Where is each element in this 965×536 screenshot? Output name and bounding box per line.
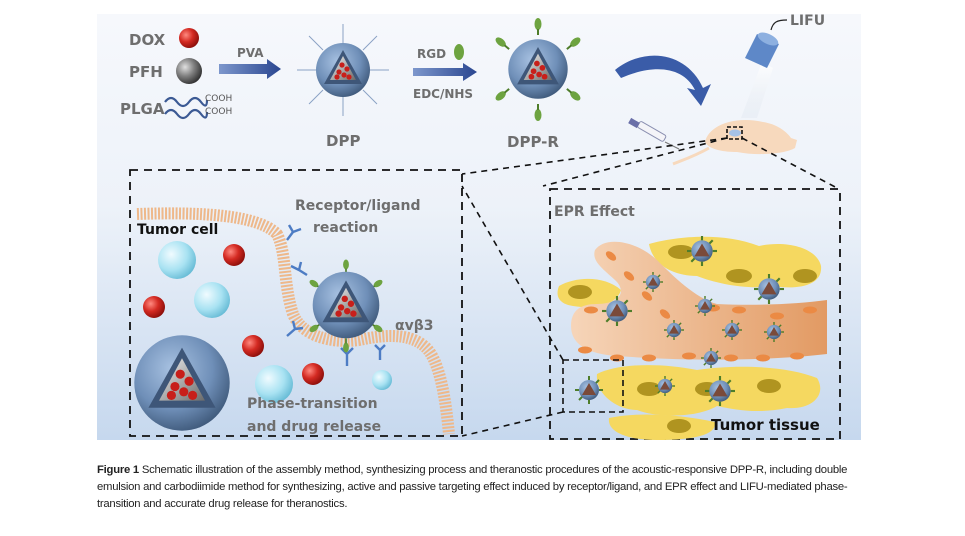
right-arrow-icon [219,59,281,79]
pfh-label: PFH [129,63,163,81]
inset-frame [562,359,624,413]
dox-molecule-icon [143,296,165,318]
dox-molecule-icon [223,244,245,266]
cooh-label: COOH [205,94,232,104]
material-plga: PLGA COOH COOH [120,94,232,120]
dox-molecule-icon [302,363,324,385]
nanoparticle-icon [312,271,380,339]
microbubble-icon [372,370,392,390]
blood-vessel [571,241,827,362]
microbubble-icon [158,241,196,279]
dpp-r-label: DPP-R [507,133,559,151]
gray-sphere-icon [176,58,202,84]
lifu-label: LIFU [790,14,825,29]
red-sphere-icon [179,28,199,48]
receptor-label-line2: reaction [313,220,378,236]
cell-membrane [136,207,455,435]
curved-arrow-icon [615,55,711,106]
integrin-label: αvβ3 [395,318,434,334]
dpp-label: DPP [326,132,360,150]
polymer-chain-icon [164,96,209,120]
edc-nhs-label: EDC/NHS [413,87,473,101]
dox-molecule-icon [242,335,264,357]
step-arrow-rgd: RGD EDC/NHS [413,44,477,101]
lifu-transducer: LIFU [741,14,825,118]
panel-frame [129,169,463,437]
dpp-r-particle: DPP-R [493,18,583,151]
nuclei [568,245,817,433]
inset-connector [461,185,564,437]
tumor-cell-label: Tumor cell [137,222,218,238]
nanoparticle-icon [316,43,370,97]
mouse-icon [672,120,797,166]
release-label-line2: and drug release [247,419,381,435]
pva-label: PVA [237,46,264,60]
microbubble-icon [255,365,293,403]
caption-label: Figure 1 [97,464,139,476]
dpp-particle: DPP [297,24,389,150]
microbubble-icon [194,282,230,318]
epr-effect-label: EPR Effect [554,204,635,220]
material-pfh: PFH [129,58,202,84]
syringe-icon [628,117,680,150]
rgd-label: RGD [417,47,446,61]
step-arrow-pva: PVA [219,46,281,79]
tumor-tissue-label: Tumor tissue [711,416,820,434]
cooh-label: COOH [205,107,232,117]
figure-caption: Figure 1 Schematic illustration of the a… [97,462,867,513]
epr-panel: EPR Effect [461,185,841,440]
schematic-figure: DOX PFH PLGA COOH COOH PVA DPP RGD EDC/N… [97,14,861,440]
receptor-label-line1: Receptor/ligand [295,198,420,214]
large-nanoparticle-icon [134,335,230,431]
material-dox: DOX [129,28,199,49]
rgd-peptide-icon [454,44,464,60]
panel-frame [549,188,841,440]
dox-label: DOX [129,31,166,49]
caption-text: Schematic illustration of the assembly m… [97,464,848,510]
tumor-cell-panel: Tumor cell Receptor/ligand reaction αvβ3 [129,169,463,437]
zoom-connector [461,137,840,190]
release-label-line1: Phase-transition [247,396,378,412]
plga-label: PLGA [120,100,165,118]
nanoparticle-icon [508,39,568,99]
right-arrow-icon [413,63,477,81]
